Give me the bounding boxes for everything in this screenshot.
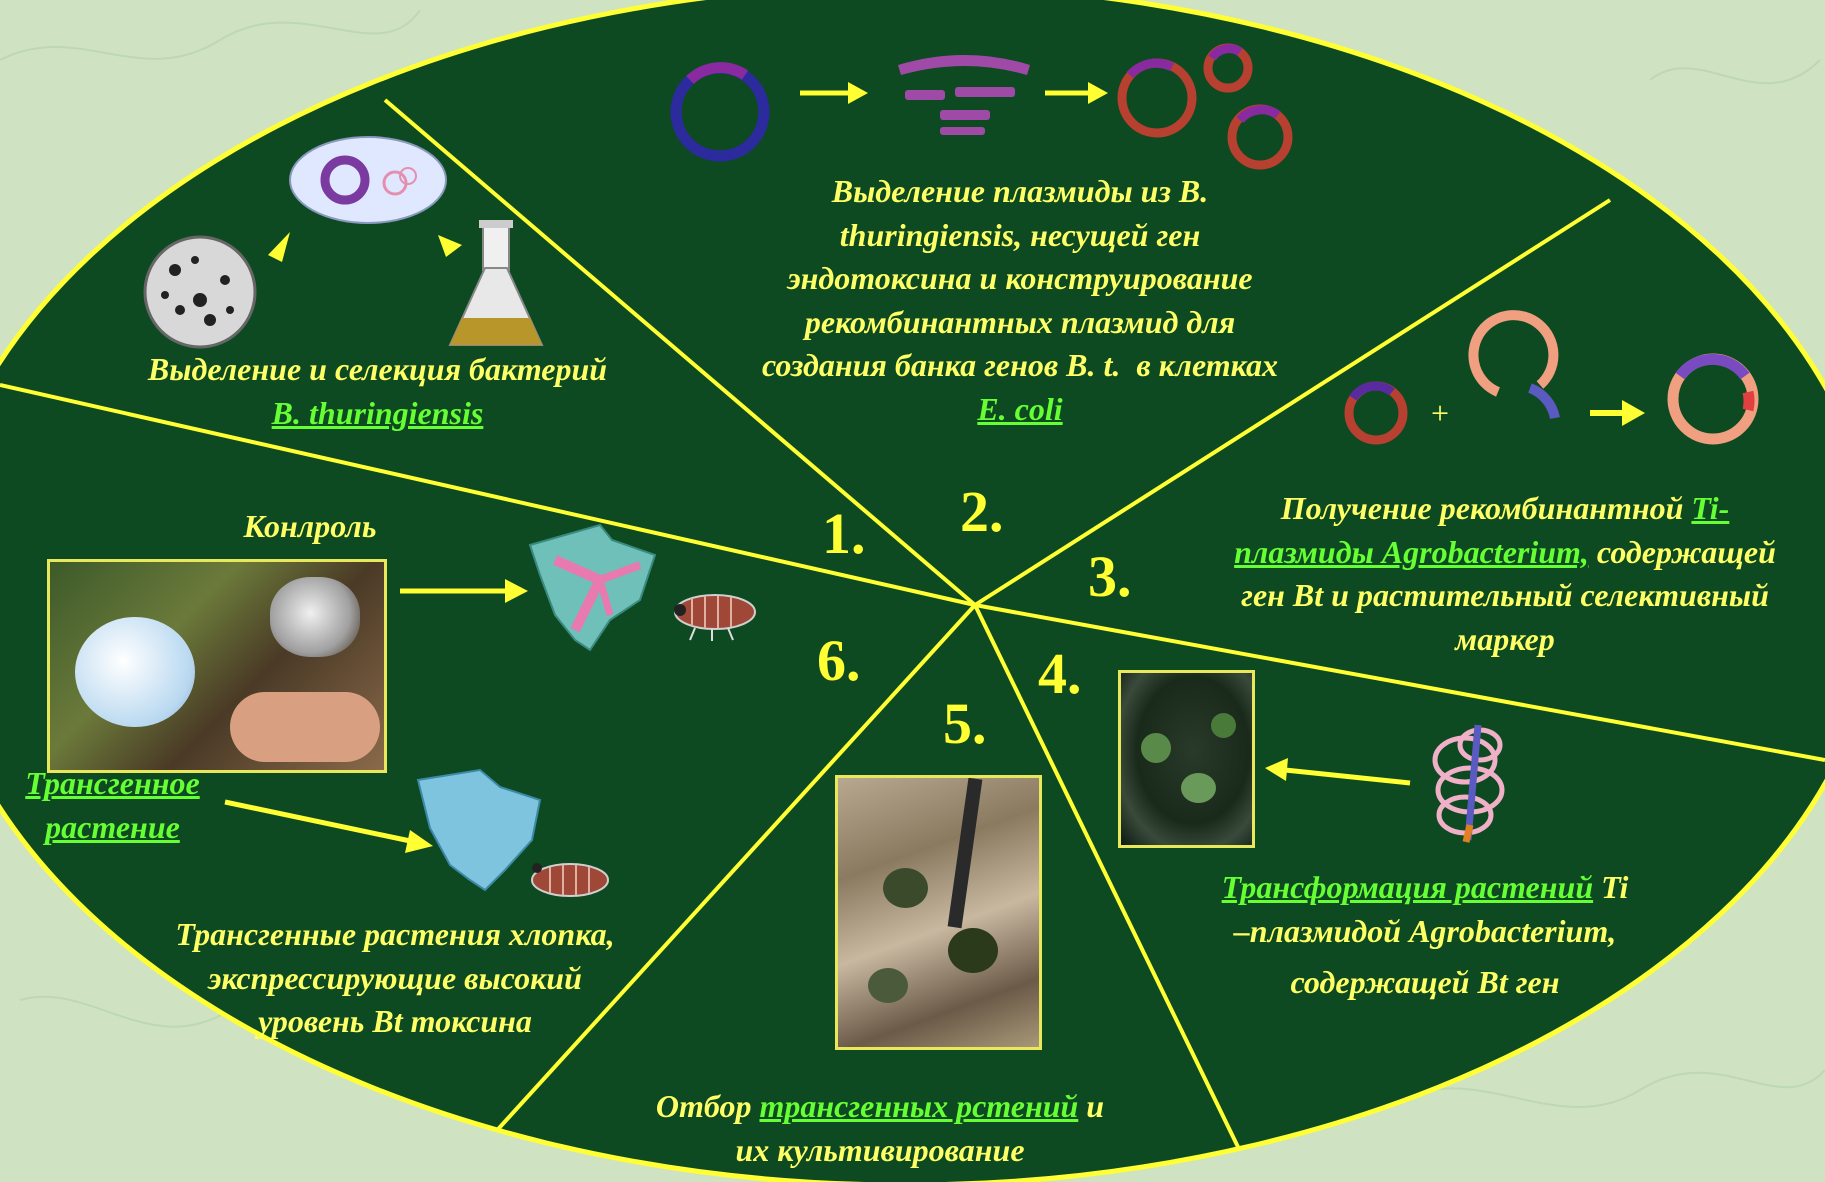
divider-3-4 — [974, 603, 1825, 762]
step-number-2: 2. — [960, 479, 1004, 544]
background-texture — [0, 9, 1825, 1108]
transgenic-plant-label: Трансгенное растение — [5, 762, 220, 849]
step-3-text-post: содержащей — [1588, 533, 1776, 570]
plantlet-2 — [948, 928, 998, 973]
arrow-to-recombinant — [1045, 82, 1108, 104]
step-6-line-2: экспрессирующие высокий — [208, 959, 582, 996]
ti-plasmid-open-icon — [1468, 310, 1560, 420]
step-1-caption: Выделение и селекция бактерий B. thuring… — [100, 348, 655, 435]
step-1-link[interactable]: B. thuringiensis — [271, 394, 484, 431]
step-1-text: Выделение и селекция бактерий — [147, 351, 608, 387]
step-number-6: 6. — [817, 628, 861, 693]
agar-plate-photo — [1118, 670, 1255, 848]
dna-fragments-icon — [898, 55, 1030, 135]
step-2-line-1: Выделение плазмиды из B. — [831, 173, 1209, 209]
step-5-text-post: и — [1078, 1088, 1105, 1124]
step-4-link[interactable]: Трансформация растений — [1221, 869, 1594, 905]
petri-dish-icon — [143, 235, 257, 349]
plantlets-photo — [835, 775, 1042, 1050]
divider-6-1 — [0, 383, 976, 607]
step-3-line-3: ген Bt и растительный селективный — [1241, 577, 1769, 614]
step-2-link[interactable]: E. coli — [977, 390, 1063, 427]
arrow-transgenic-to-leaf — [224, 799, 433, 853]
culture-flask-icon — [448, 220, 544, 346]
recombinant-ti-plasmid-icon — [1667, 353, 1759, 445]
insect-larva-icon — [674, 594, 756, 641]
forceps-shape — [947, 778, 983, 929]
arrow-dish-to-cell — [268, 232, 290, 262]
step-3-text-pre: Получение рекомбинантной — [1280, 490, 1692, 526]
arrow-coil-to-dish — [1265, 758, 1411, 786]
callus-2 — [1181, 773, 1216, 803]
bacterium-cell-icon — [289, 136, 447, 224]
step-number-4: 4. — [1038, 641, 1082, 706]
plus-sign: + — [1430, 395, 1450, 431]
step-5-link[interactable]: трансгенных рстений — [759, 1088, 1079, 1124]
hand-shape — [230, 692, 380, 762]
divider-2-3 — [973, 198, 1612, 607]
step-5-text-pre: Отбор — [655, 1088, 760, 1124]
step-2-line-4: рекомбинантных плазмид для — [804, 303, 1236, 340]
step-3-link-b[interactable]: плазмиды Agrobacterium, — [1234, 533, 1589, 570]
step-3-caption: Получение рекомбинантной Ti- плазмиды Ag… — [1185, 487, 1825, 661]
arrow-to-ti-recombinant — [1590, 400, 1645, 426]
step-4-text-post: Ti — [1593, 869, 1629, 905]
transgenic-link-b[interactable]: растение — [45, 808, 180, 845]
step-number-3: 3. — [1088, 544, 1132, 609]
healthy-leaf-icon — [416, 768, 542, 892]
divider-5-6 — [448, 603, 977, 1182]
control-label: Конлроль — [243, 508, 377, 544]
plantlet-3 — [868, 968, 908, 1003]
step-5-caption: Отбор трансгенных рстений и их культивир… — [590, 1085, 1170, 1172]
step-2-line-3: эндотоксина и конструирование — [787, 260, 1253, 297]
step-6-caption: Трансгенные растения хлопка, экспрессиру… — [120, 913, 670, 1044]
plasmid-ring-icon — [670, 62, 770, 162]
callus-1 — [1141, 733, 1171, 763]
cotton-boll-damaged — [270, 577, 360, 657]
step-3-link-a[interactable]: Ti- — [1691, 490, 1730, 526]
step-number-1: 1. — [822, 501, 866, 566]
step-6-line-1: Трансгенные растения хлопка, — [175, 916, 615, 952]
divider-1-2 — [383, 98, 977, 607]
step-2-caption: Выделение плазмиды из B. thuringiensis, … — [705, 170, 1335, 431]
ti-plasmid-coil-icon — [1432, 724, 1505, 843]
transgenic-link-a[interactable]: Трансгенное — [25, 765, 200, 801]
step-6-line-3: уровень Bt токсина — [258, 1003, 532, 1040]
arrow-cell-to-flask — [438, 235, 462, 257]
step-4-line-2: –плазмидой Agrobacterium, — [1233, 912, 1617, 949]
plantlet-1 — [883, 868, 928, 908]
step-number-5: 5. — [943, 691, 987, 756]
damaged-leaf-icon — [528, 523, 657, 652]
step-4-line-3: содержащей Bt ген — [1290, 964, 1560, 1001]
bt-plasmid-icon — [1344, 381, 1408, 445]
arrow-control-to-leaf — [400, 579, 528, 603]
step-2-line-5: создания банка генов B. t. в клетках — [761, 347, 1279, 384]
divider-4-5 — [973, 604, 1257, 1182]
step-4-caption: Трансформация растений Ti –плазмидой Agr… — [1175, 866, 1675, 1005]
callus-3 — [1211, 713, 1236, 738]
step-3-line-4: маркер — [1455, 620, 1555, 657]
arrow-to-fragments — [800, 82, 868, 104]
insect-larva-small-icon — [531, 863, 609, 897]
step-5-line-2: их культивирование — [735, 1131, 1025, 1168]
step-2-line-2: thuringiensis, несущей ген — [839, 216, 1201, 253]
cotton-photo — [47, 559, 387, 773]
recombinant-plasmids-icon — [1117, 43, 1293, 170]
sector-dividers — [0, 98, 1825, 1182]
cotton-boll-white — [75, 617, 195, 727]
